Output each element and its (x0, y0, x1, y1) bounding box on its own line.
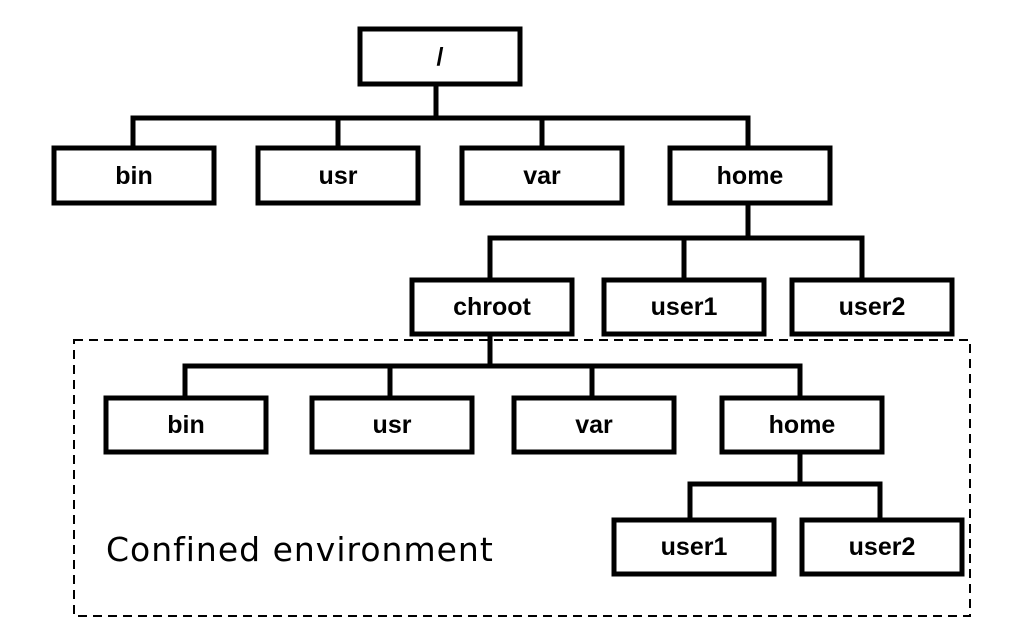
node-user1: user1 (601, 277, 767, 337)
node-var-label: var (523, 162, 561, 190)
connector-chroot-home-to-users (687, 449, 883, 523)
node-user2: user2 (789, 277, 955, 337)
node-home: home (667, 145, 833, 206)
node-chroot-var: var (511, 395, 677, 455)
connector-chroot-to-dirs (182, 331, 803, 401)
node-chroot-user1-label: user1 (661, 533, 728, 561)
confined-environment-border (73, 339, 971, 617)
node-chroot-bin: bin (103, 395, 269, 455)
confined-environment-label: Confined environment (106, 530, 494, 569)
node-bin: bin (51, 145, 217, 206)
node-chroot-usr-label: usr (373, 411, 412, 439)
connector-home-to-children (487, 200, 865, 283)
node-user1-label: user1 (651, 293, 718, 321)
node-chroot-usr: usr (309, 395, 475, 455)
node-root-label: / (437, 43, 444, 71)
confined-environment-region: Confined environment (73, 339, 971, 617)
node-chroot-user2: user2 (799, 517, 965, 577)
node-chroot-bin-label: bin (167, 411, 205, 439)
node-chroot-home-label: home (769, 411, 836, 439)
node-home-label: home (717, 162, 784, 190)
connector-root-to-top-dirs (130, 81, 751, 151)
node-chroot-label: chroot (453, 293, 531, 321)
node-chroot: chroot (409, 277, 575, 337)
tree-connectors (130, 81, 883, 523)
node-root: / (357, 26, 523, 87)
node-bin-label: bin (115, 162, 153, 190)
node-usr: usr (255, 145, 421, 206)
node-user2-label: user2 (839, 293, 906, 321)
node-chroot-var-label: var (575, 411, 613, 439)
node-usr-label: usr (319, 162, 358, 190)
node-chroot-user1: user1 (611, 517, 777, 577)
node-var: var (459, 145, 625, 206)
node-chroot-user2-label: user2 (849, 533, 916, 561)
node-chroot-home: home (719, 395, 885, 455)
